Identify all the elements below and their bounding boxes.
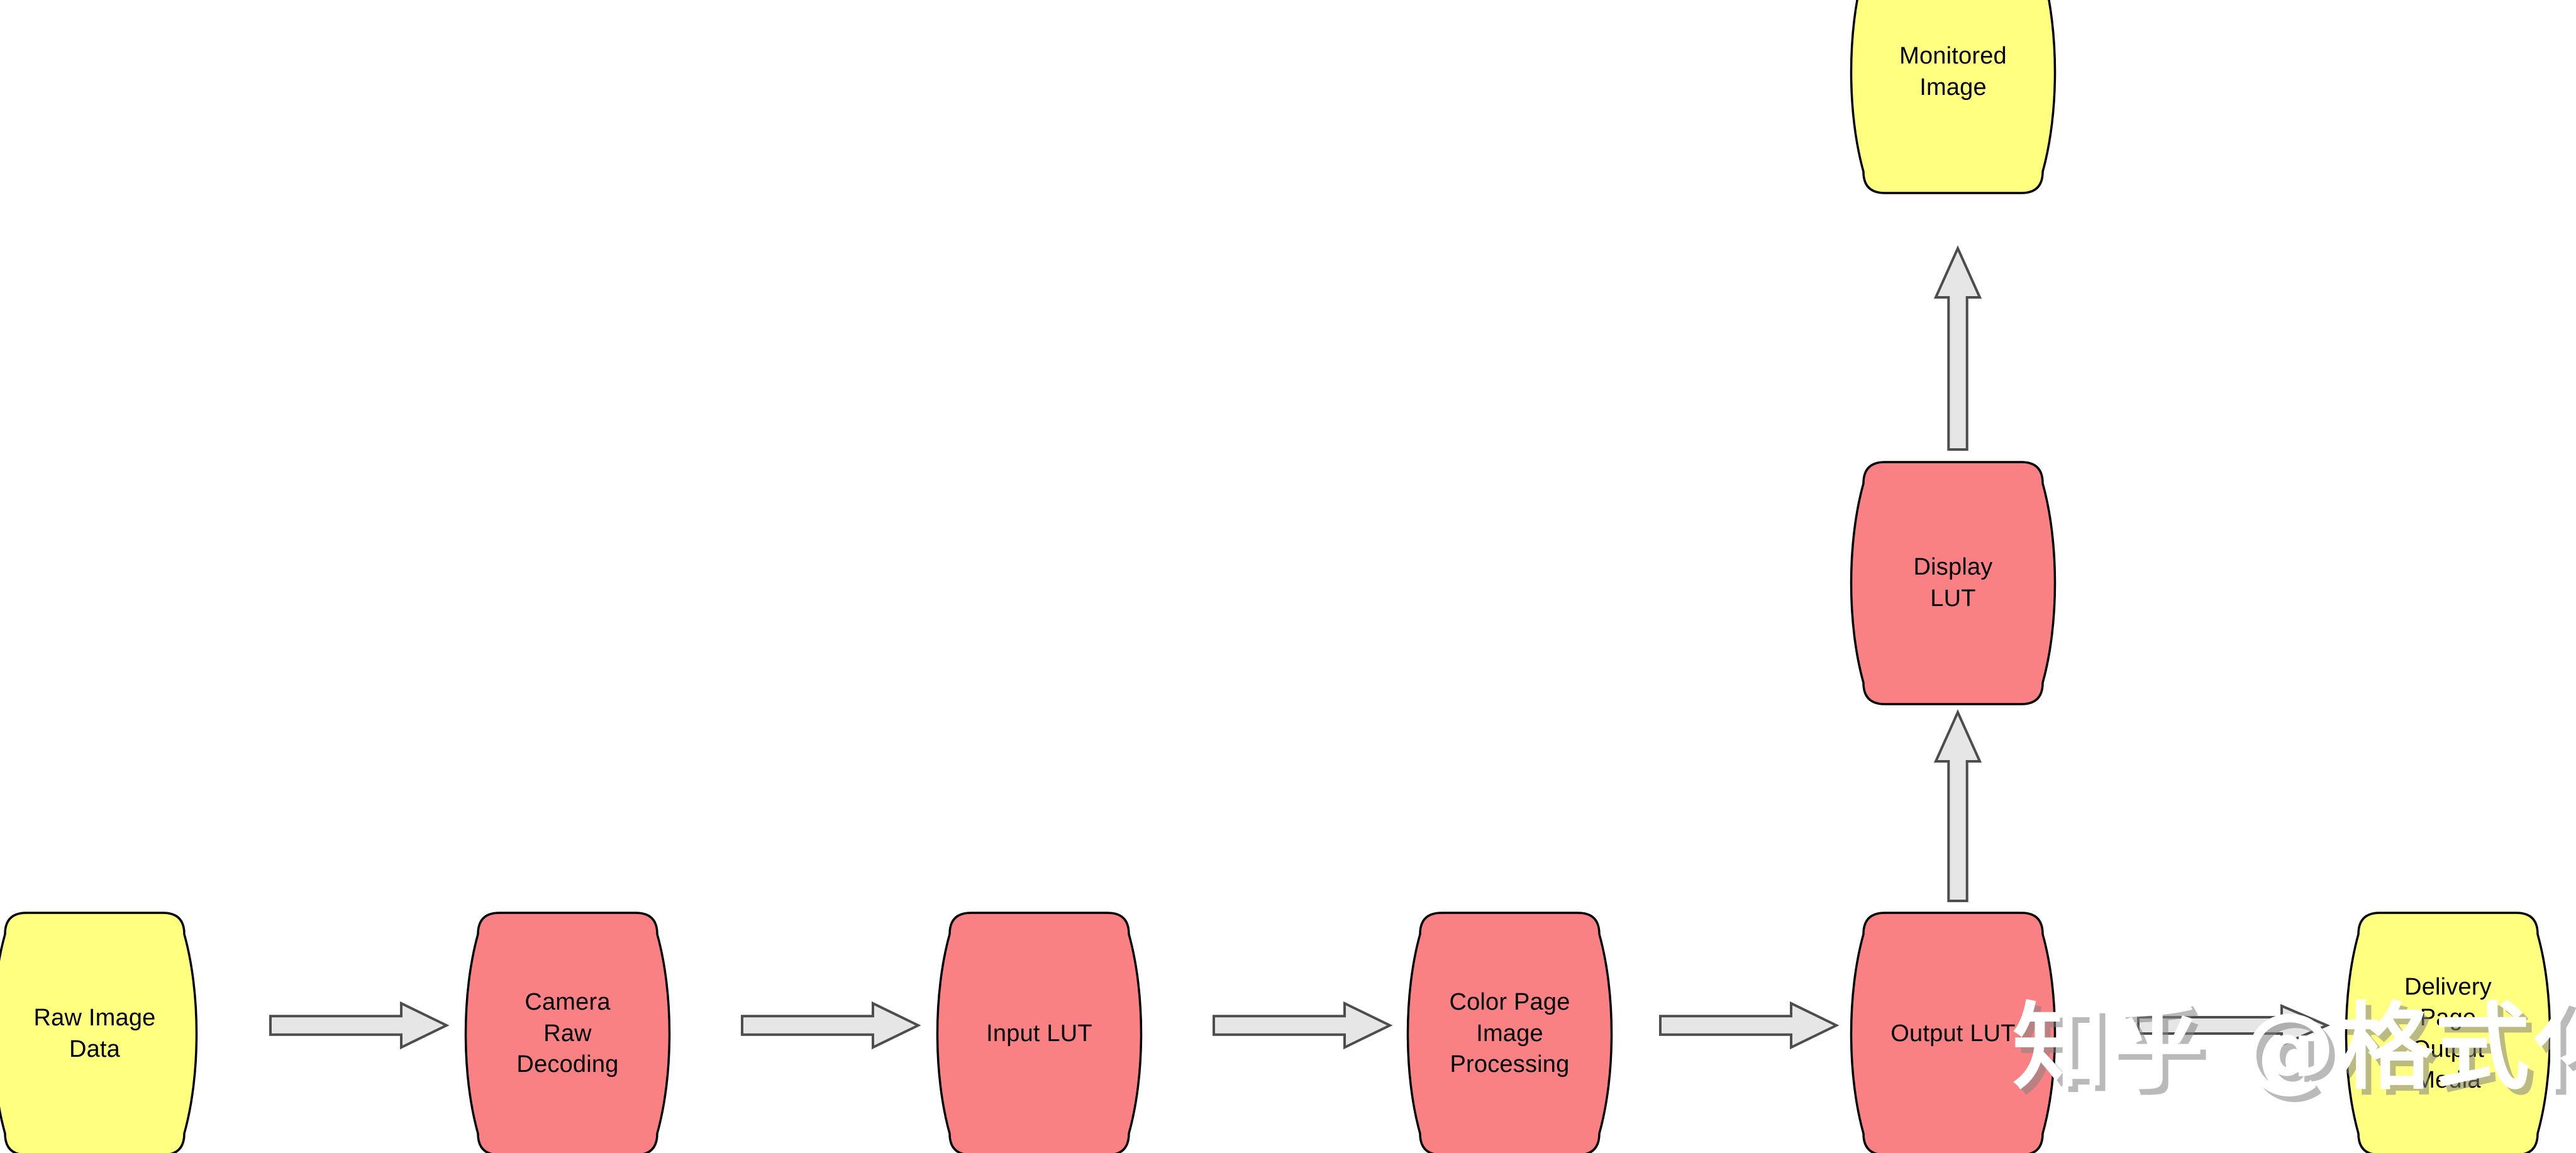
node-shape-input-lut — [936, 912, 1143, 1153]
node-label-camera-raw-decoding: Camera Raw Decoding — [516, 989, 619, 1078]
node-shape-color-page-image-processing — [1406, 912, 1613, 1153]
node-color-page-image-processing[interactable]: Color Page Image Processing — [1406, 912, 1613, 1153]
node-display-lut[interactable]: Display LUT — [1850, 461, 2057, 705]
arrow-display-lut-to-monitored-image — [1933, 245, 1982, 451]
node-output-lut[interactable]: Output LUT — [1850, 912, 2057, 1153]
node-label-delivery-page-output-media: Delivery Page Output Media — [2404, 973, 2492, 1093]
node-label-display-lut: Display LUT — [1913, 554, 1993, 612]
node-label-raw-image-data: Raw Image Data — [33, 1005, 156, 1062]
node-camera-raw-decoding[interactable]: Camera Raw Decoding — [464, 912, 671, 1153]
arrow-camera-raw-decoding-to-input-lut — [741, 1001, 921, 1050]
arrow-output-lut-to-display-lut — [1933, 709, 1982, 902]
node-raw-image-data[interactable]: Raw Image Data — [0, 912, 198, 1153]
node-label-output-lut: Output LUT — [1890, 1020, 2016, 1047]
node-shape-output-lut — [1850, 912, 2057, 1153]
node-shape-camera-raw-decoding — [464, 912, 671, 1153]
node-shape-raw-image-data — [0, 912, 198, 1153]
node-label-input-lut: Input LUT — [986, 1020, 1092, 1047]
node-shape-display-lut — [1850, 461, 2057, 705]
node-label-color-page-image-processing: Color Page Image Processing — [1449, 989, 1570, 1078]
node-monitored-image[interactable]: Monitored Image — [1850, 0, 2057, 194]
node-delivery-page-output-media[interactable]: Delivery Page Output Media — [2345, 912, 2551, 1153]
node-input-lut[interactable]: Input LUT — [936, 912, 1143, 1153]
arrow-raw-image-data-to-camera-raw-decoding — [269, 1001, 450, 1050]
arrow-color-page-image-processing-to-output-lut — [1659, 1001, 1840, 1050]
arrow-output-lut-to-delivery-page-output-media — [2137, 1003, 2331, 1047]
node-label-monitored-image: Monitored Image — [1899, 43, 2007, 101]
node-shape-monitored-image — [1850, 0, 2057, 194]
arrow-input-lut-to-color-page-image-processing — [1213, 1001, 1393, 1050]
node-shape-delivery-page-output-media — [2345, 912, 2551, 1153]
